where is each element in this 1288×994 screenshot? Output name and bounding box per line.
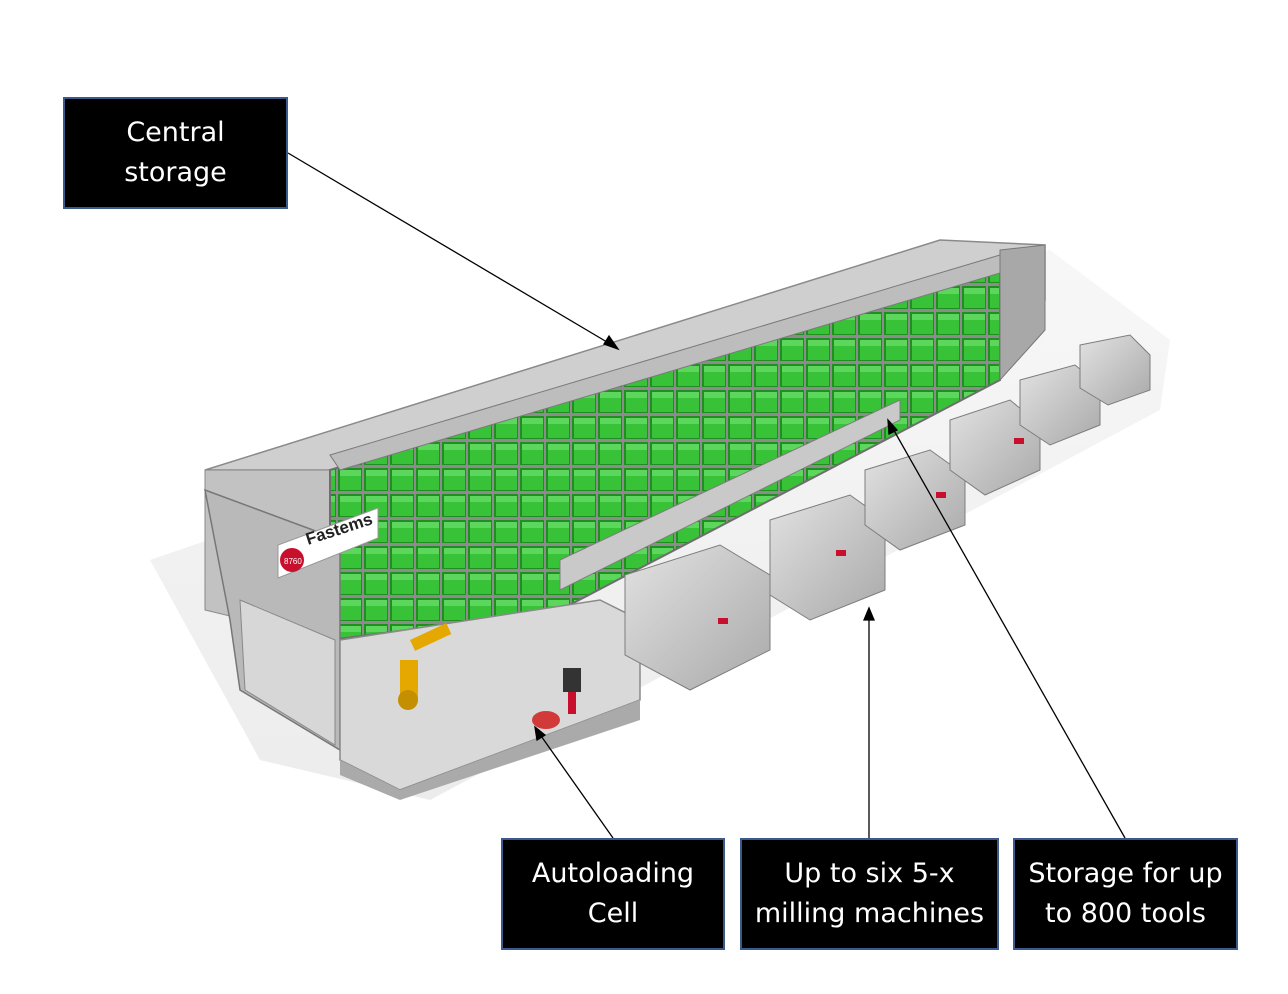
callout-autoloading-cell-label: Autoloading Cell (531, 858, 695, 929)
callout-milling-machines: Up to six 5-x milling machines (740, 838, 999, 950)
leader-central-storage (287, 152, 613, 346)
rack-right-tower (999, 244, 1046, 382)
arrowhead-tool-storage (887, 418, 899, 436)
milling-machines (624, 334, 1151, 691)
svg-text:8760: 8760 (284, 557, 302, 566)
callout-autoloading-cell: Autoloading Cell (501, 838, 725, 950)
callout-central-storage: Central storage (63, 97, 288, 209)
leader-tool-storage (891, 426, 1126, 839)
loading-tower-glass (239, 599, 336, 746)
robot-arm (398, 623, 452, 710)
tool-storage (559, 399, 901, 591)
leader-autoloading-cell (538, 732, 614, 839)
arrowhead-autoloading-cell (534, 725, 547, 742)
callout-tool-storage: Storage for up to 800 tools (1013, 838, 1238, 950)
red-marker (532, 711, 560, 729)
callout-central-storage-label: Central storage (124, 117, 227, 188)
callout-milling-machines-label: Up to six 5-x milling machines (754, 858, 985, 929)
arrowhead-central-storage (603, 334, 620, 351)
control-terminal (563, 668, 581, 692)
control-stand (568, 692, 576, 714)
leader-lines (287, 152, 1126, 839)
arrowhead-milling-machines (863, 606, 875, 621)
callout-tool-storage-label: Storage for up to 800 tools (1028, 858, 1223, 929)
